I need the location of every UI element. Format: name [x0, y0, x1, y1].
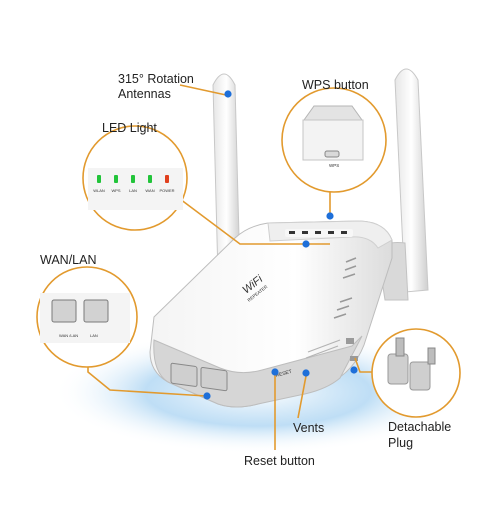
led-label-wan: WAN: [145, 188, 154, 193]
antennas-label-line2: Antennas: [118, 87, 171, 101]
right-antenna: [377, 68, 429, 301]
front-wan-port: [170, 362, 198, 387]
plug-inset: [371, 328, 461, 418]
port-inset: WAN /LAN LAN: [36, 266, 138, 368]
led-indicator-power: [165, 175, 169, 183]
led-indicator-lan: [131, 175, 135, 183]
inset-wan-port: [51, 299, 77, 323]
svg-text:WAN /LAN: WAN /LAN: [59, 333, 78, 338]
plug-label: Detachable Plug: [388, 419, 451, 451]
front-lan-port: [200, 367, 228, 392]
wps-button-graphic: [324, 150, 340, 158]
antennas-label-line1: 315° Rotation: [118, 72, 194, 86]
vents-label: Vents: [293, 421, 325, 435]
plug-label-line1: Detachable: [388, 420, 452, 434]
wps-button-label: WPS button: [302, 78, 369, 92]
svg-text:WPS: WPS: [329, 163, 339, 168]
svg-text:LAN: LAN: [90, 333, 98, 338]
reset-text: RESET: [275, 369, 293, 379]
repeater-body: [149, 220, 393, 408]
led-label-lan: LAN: [129, 188, 137, 193]
wan-lan-label: WAN/LAN: [40, 253, 97, 267]
wps-inset: WPS: [281, 87, 387, 193]
plug-label-line2: Plug: [388, 436, 414, 450]
led-label-wps: WPS: [111, 188, 120, 193]
led-label-wlan: WLAN: [93, 188, 105, 193]
led-indicator-wps: [114, 175, 118, 183]
antennas-label: 315° Rotation Antennas: [118, 72, 194, 102]
inset-lan-port: [83, 299, 109, 323]
led-indicator-wan: [148, 175, 152, 183]
led-label-power: POWER: [159, 188, 174, 193]
led-indicator-wlan: [97, 175, 101, 183]
reset-button-label: Reset button: [244, 454, 315, 468]
callout-dots: [203, 90, 358, 400]
led-light-label: LED Light: [102, 121, 157, 135]
led-inset: WLAN WPS LAN WAN POWER: [82, 125, 188, 231]
